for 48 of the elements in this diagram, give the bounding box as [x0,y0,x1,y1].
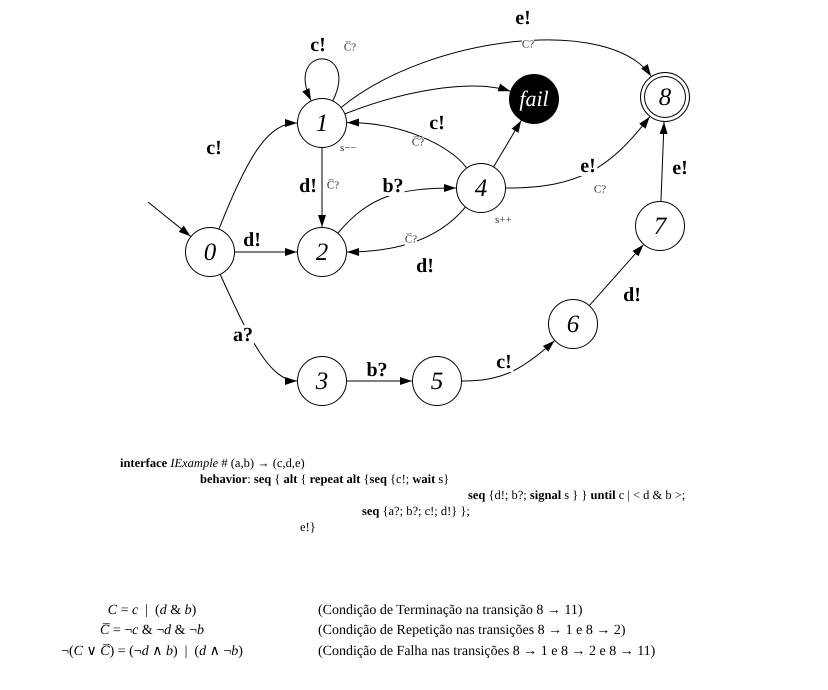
formula: C̅ = ¬c & ¬d & ¬b [100,624,204,638]
formula: ¬(C ∨ C̅) = (¬d ∧ b) | (d ∧ ¬b) [61,645,243,659]
edge-label: a? [232,325,254,345]
final-state: 8 [640,72,690,122]
transition-arrow [218,120,298,230]
state-circle: 0 [185,227,235,277]
formula-description: (Condição de Repetição nas transições 8 → 1 e 8 → 2) [318,624,626,638]
transition-arrow [303,58,340,102]
transition-arrow [346,377,412,385]
formula-description: (Condição de Terminação na transição 8 → 11) [318,604,583,618]
state-circle: 6 [548,299,598,349]
edge-label: b? [381,176,405,196]
fail-state: fail [509,74,559,124]
edge-label: e! [579,156,597,176]
transition-arrow [220,274,298,384]
transition-arrow [148,202,192,237]
state-circle: 2 [297,227,347,277]
guard-label: C̅? [344,42,356,54]
code-line: seq {d!; b?; signal s } } until c | < d & b >; [468,489,686,502]
state-circle: 3 [297,356,347,406]
edge-label: c! [495,352,513,372]
guard-label: C? [594,184,606,196]
state-annotation: s++ [495,215,512,226]
state-circle: 7 [635,201,685,251]
state-circle: 5 [412,356,462,406]
transition-arrow [589,244,644,306]
code-line: behavior: seq { alt { repeat alt {seq {c!; wait s} [200,473,450,486]
code-line: seq {a?; b?; c!; d!} }; [362,505,470,518]
code-line: e!} [300,521,316,534]
transition-arrow [340,39,652,108]
transition-arrow [660,121,668,202]
transition-arrow [318,148,326,228]
code-line: interface IExample # (a,b) → (c,d,e) [120,457,305,470]
transition-arrow [462,340,555,382]
guard-label: C̅? [412,138,424,148]
guard-label: C? [522,40,534,50]
transition-arrow [493,120,522,168]
transition-arrow [346,206,466,256]
guard-label: C̅? [326,180,340,192]
formula: C = c | (d & b) [108,604,196,618]
transition-arrow [346,118,467,168]
transition-arrow [234,248,298,256]
formula-description: (Condição de Falha nas transições 8 → 1 e 8 → 2 e 8 → 11) [318,645,656,659]
transition-arrow [506,116,650,188]
guard-label: C̅? [404,234,418,246]
transition-arrow [338,184,456,234]
state-circle: 4 [456,163,506,213]
transition-arrow [344,84,511,114]
